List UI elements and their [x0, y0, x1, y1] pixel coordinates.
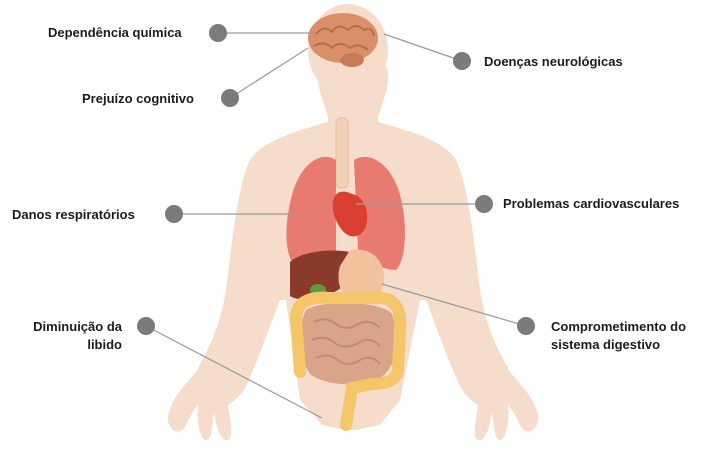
- line-digestivo: [382, 284, 526, 326]
- line-prejuizo: [230, 48, 308, 98]
- label-libido-line2: libido: [18, 336, 122, 353]
- marker-neurologicas: [453, 52, 471, 70]
- label-digestivo-line1: Comprometimento do: [551, 318, 686, 335]
- marker-dependencia: [209, 24, 227, 42]
- label-cardio: Problemas cardiovasculares: [503, 195, 679, 212]
- label-dependencia: Dependência química: [48, 24, 182, 41]
- label-prejuizo: Prejuízo cognitivo: [82, 90, 194, 107]
- line-libido: [146, 326, 322, 418]
- marker-prejuizo: [221, 89, 239, 107]
- label-respiratorio: Danos respiratórios: [12, 206, 135, 223]
- marker-libido: [137, 317, 155, 335]
- marker-cardio: [475, 195, 493, 213]
- marker-digestivo: [517, 317, 535, 335]
- label-libido-line1: Diminuição da: [18, 318, 122, 335]
- label-digestivo-line2: sistema digestivo: [551, 336, 660, 353]
- line-neurologicas: [384, 34, 462, 61]
- label-neurologicas: Doenças neurológicas: [484, 53, 623, 70]
- marker-respiratorio: [165, 205, 183, 223]
